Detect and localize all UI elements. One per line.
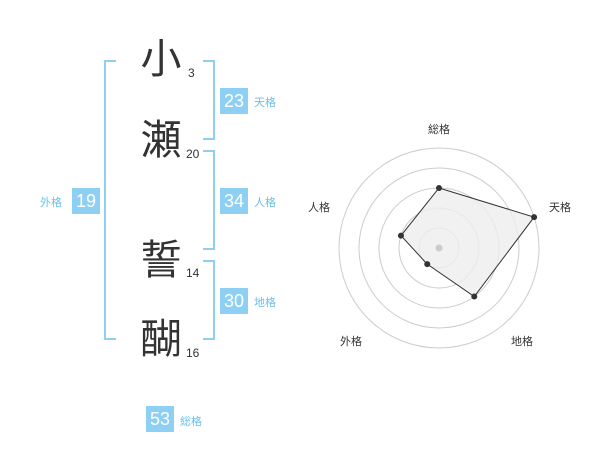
name-char-4: 醐 <box>140 315 182 363</box>
gaikaku-bracket <box>104 60 116 340</box>
gaikaku-label: 外格 <box>40 196 62 209</box>
radar-point <box>471 293 478 300</box>
chikaku-value: 30 <box>220 288 248 314</box>
radar-axis-label-soukaku: 総格 <box>428 123 450 136</box>
radar-center-dot <box>435 244 443 252</box>
chikaku-bracket <box>203 260 215 340</box>
stroke-count-2: 20 <box>186 147 200 161</box>
name-char-1: 小 <box>140 35 182 83</box>
gaikaku-value: 19 <box>72 188 100 214</box>
radar-axis-label-gaikaku: 外格 <box>340 335 362 348</box>
name-char-3: 誓 <box>140 236 182 284</box>
radar-area <box>400 187 535 298</box>
radar-point <box>397 232 404 239</box>
chikaku-label: 地格 <box>254 296 276 309</box>
radar-axis-label-jinkaku: 人格 <box>308 201 330 214</box>
stroke-count-1: 3 <box>188 66 195 80</box>
radar-ring <box>358 167 520 329</box>
radar-point <box>531 214 538 221</box>
radar-point <box>436 185 442 191</box>
stroke-count-4: 16 <box>186 346 200 360</box>
radar-axis-label-chikaku: 地格 <box>511 335 533 348</box>
stroke-count-3: 14 <box>186 266 200 280</box>
jinkaku-label: 人格 <box>254 196 276 209</box>
radar-point <box>424 261 431 268</box>
radar-ring <box>338 147 540 349</box>
tenkaku-value: 23 <box>220 88 248 114</box>
soukaku-label: 総格 <box>180 415 202 428</box>
tenkaku-label: 天格 <box>254 96 276 109</box>
name-char-2: 瀬 <box>140 116 182 164</box>
radar-axis-label-tenkaku: 天格 <box>549 201 571 214</box>
tenkaku-bracket <box>203 60 215 140</box>
jinkaku-bracket <box>203 150 215 250</box>
jinkaku-value: 34 <box>220 188 248 214</box>
soukaku-value: 53 <box>146 406 174 432</box>
